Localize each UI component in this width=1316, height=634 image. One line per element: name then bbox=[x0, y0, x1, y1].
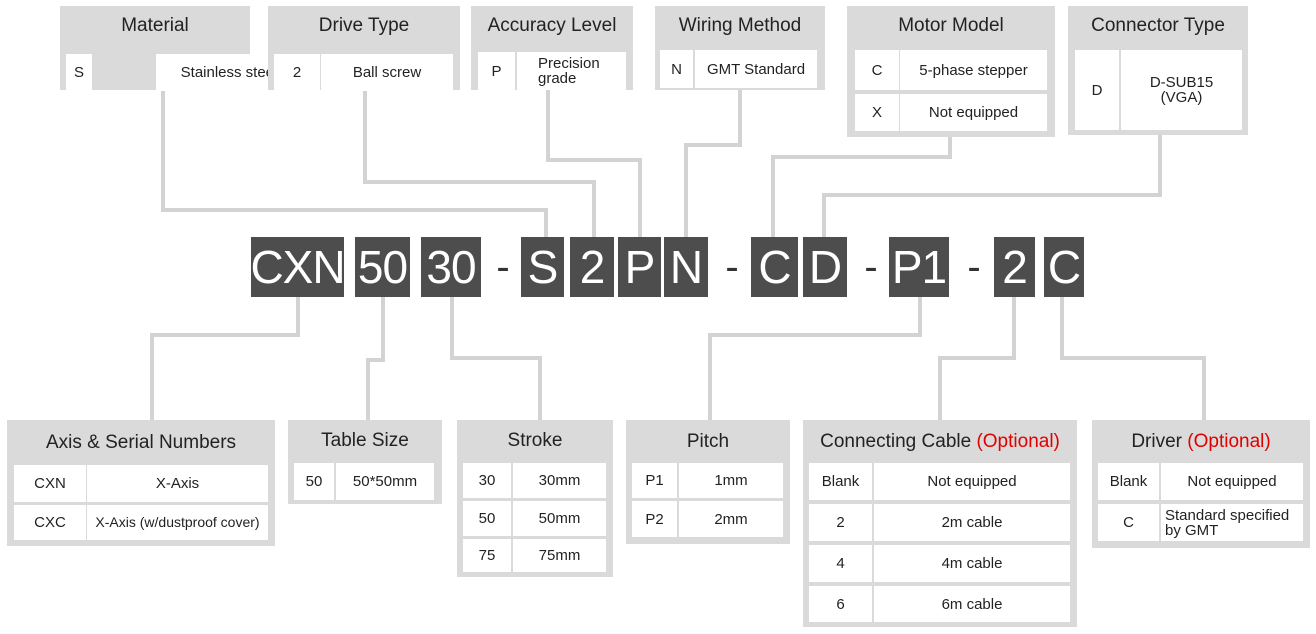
wiring-title: Wiring Method bbox=[678, 15, 802, 36]
material-title: Material bbox=[121, 15, 189, 36]
cable-box: Connecting Cable (Optional) Blank Not eq… bbox=[803, 420, 1077, 627]
stroke-desc-75: 75mm bbox=[513, 539, 606, 572]
pitch-code-p1: P1 bbox=[632, 463, 677, 498]
connector-box: Connector Type D D-SUB15 (VGA) bbox=[1068, 6, 1248, 135]
driver-code-blank: Blank bbox=[1098, 463, 1159, 500]
axis-code-cxn: CXN bbox=[14, 465, 86, 502]
line-axis bbox=[150, 297, 300, 420]
motor-code-x: X bbox=[855, 94, 899, 131]
segment-connector: D bbox=[803, 237, 847, 297]
driver-box: Driver (Optional) Blank Not equipped C S… bbox=[1092, 420, 1310, 548]
segment-table-size: 50 bbox=[355, 237, 410, 297]
pitch-desc-p1: 1mm bbox=[679, 463, 783, 498]
material-box: Material S Stainless steel bbox=[60, 6, 302, 91]
line-connector bbox=[822, 133, 1162, 237]
cable-code-2: 2 bbox=[809, 504, 872, 541]
cable-code-blank: Blank bbox=[809, 463, 872, 500]
wiring-box: Wiring Method N GMT Standard bbox=[655, 6, 825, 90]
segment-drive-type: 2 bbox=[570, 237, 614, 297]
cable-desc-4: 4m cable bbox=[874, 545, 1070, 582]
pitch-code-p2: P2 bbox=[632, 501, 677, 537]
stroke-code-50: 50 bbox=[463, 501, 511, 536]
accuracy-desc: Precision grade bbox=[517, 52, 626, 90]
accuracy-title: Accuracy Level bbox=[487, 15, 617, 36]
segment-wiring: N bbox=[664, 237, 708, 297]
driver-title-label: Driver bbox=[1131, 431, 1182, 452]
drive-type-title: Drive Type bbox=[318, 15, 410, 36]
table-size-box: Table Size 50 50*50mm bbox=[288, 420, 442, 504]
segment-axis: CXN bbox=[250, 237, 346, 297]
segment-accuracy: P bbox=[618, 237, 661, 297]
line-wiring bbox=[684, 88, 742, 237]
driver-code-c: C bbox=[1098, 504, 1159, 541]
segment-stroke: 30 bbox=[421, 237, 481, 297]
stroke-desc-30: 30mm bbox=[513, 463, 606, 498]
driver-optional-label: (Optional) bbox=[1187, 431, 1271, 452]
pitch-desc-p2: 2mm bbox=[679, 501, 783, 537]
driver-desc-blank: Not equipped bbox=[1161, 463, 1303, 500]
separator-4: - bbox=[967, 244, 981, 289]
wiring-code: N bbox=[660, 50, 693, 88]
cable-title-label: Connecting Cable bbox=[820, 431, 972, 452]
stroke-box: Stroke 30 30mm 50 50mm 75 75mm bbox=[457, 420, 613, 577]
segment-motor: C bbox=[751, 237, 798, 297]
connector-desc: D-SUB15 (VGA) bbox=[1121, 50, 1242, 130]
connector-code: D bbox=[1075, 50, 1119, 130]
axis-desc-cxn: X-Axis bbox=[87, 465, 268, 502]
motor-desc-c: 5-phase stepper bbox=[900, 50, 1047, 90]
table-size-desc: 50*50mm bbox=[336, 463, 434, 500]
cable-desc-2: 2m cable bbox=[874, 504, 1070, 541]
driver-title: Driver (Optional) bbox=[1092, 431, 1310, 453]
motor-title: Motor Model bbox=[898, 15, 1004, 36]
line-table-size bbox=[366, 297, 385, 420]
axis-code-cxc: CXC bbox=[14, 505, 86, 540]
axis-title: Axis & Serial Numbers bbox=[45, 432, 237, 453]
separator-2: - bbox=[725, 244, 739, 289]
segment-driver: C bbox=[1044, 237, 1084, 297]
accuracy-code: P bbox=[478, 52, 515, 90]
drive-type-box: Drive Type 2 Ball screw bbox=[268, 6, 460, 91]
line-pitch bbox=[708, 297, 922, 420]
driver-desc-c: Standard specified by GMT bbox=[1161, 504, 1303, 541]
cable-code-6: 6 bbox=[809, 586, 872, 622]
cable-desc-blank: Not equipped bbox=[874, 463, 1070, 500]
material-code: S bbox=[66, 54, 92, 91]
line-drive-type bbox=[363, 88, 596, 237]
segment-cable: 2 bbox=[994, 237, 1035, 297]
cable-title: Connecting Cable (Optional) bbox=[803, 431, 1077, 453]
cable-desc-6: 6m cable bbox=[874, 586, 1070, 622]
cable-code-4: 4 bbox=[809, 545, 872, 582]
stroke-code-75: 75 bbox=[463, 539, 511, 572]
drive-type-code: 2 bbox=[274, 54, 320, 91]
line-stroke bbox=[450, 297, 542, 420]
separator-1: - bbox=[496, 244, 510, 289]
line-accuracy bbox=[546, 88, 642, 237]
table-size-title: Table Size bbox=[321, 430, 409, 451]
table-size-code: 50 bbox=[294, 463, 334, 500]
line-material bbox=[161, 88, 548, 237]
segment-pitch: P1 bbox=[889, 237, 949, 297]
drive-type-desc: Ball screw bbox=[321, 54, 453, 91]
stroke-title: Stroke bbox=[507, 430, 563, 451]
separator-3: - bbox=[864, 244, 878, 289]
axis-desc-cxc: X-Axis (w/dustproof cover) bbox=[87, 505, 268, 540]
accuracy-box: Accuracy Level P Precision grade bbox=[471, 6, 633, 90]
axis-box: Axis & Serial Numbers CXN X-Axis CXC X-A… bbox=[7, 420, 275, 546]
segment-material: S bbox=[521, 237, 564, 297]
stroke-code-30: 30 bbox=[463, 463, 511, 498]
connector-title: Connector Type bbox=[1091, 15, 1225, 36]
motor-desc-x: Not equipped bbox=[900, 94, 1047, 131]
line-motor bbox=[771, 135, 952, 237]
pitch-box: Pitch P1 1mm P2 2mm bbox=[626, 420, 790, 544]
motor-box: Motor Model C 5-phase stepper X Not equi… bbox=[847, 6, 1055, 137]
line-cable bbox=[938, 297, 1016, 420]
cable-optional-label: (Optional) bbox=[976, 431, 1060, 452]
motor-code-c: C bbox=[855, 50, 899, 90]
pitch-title: Pitch bbox=[686, 431, 730, 452]
stroke-desc-50: 50mm bbox=[513, 501, 606, 536]
line-driver bbox=[1060, 297, 1206, 420]
wiring-desc: GMT Standard bbox=[695, 50, 817, 88]
